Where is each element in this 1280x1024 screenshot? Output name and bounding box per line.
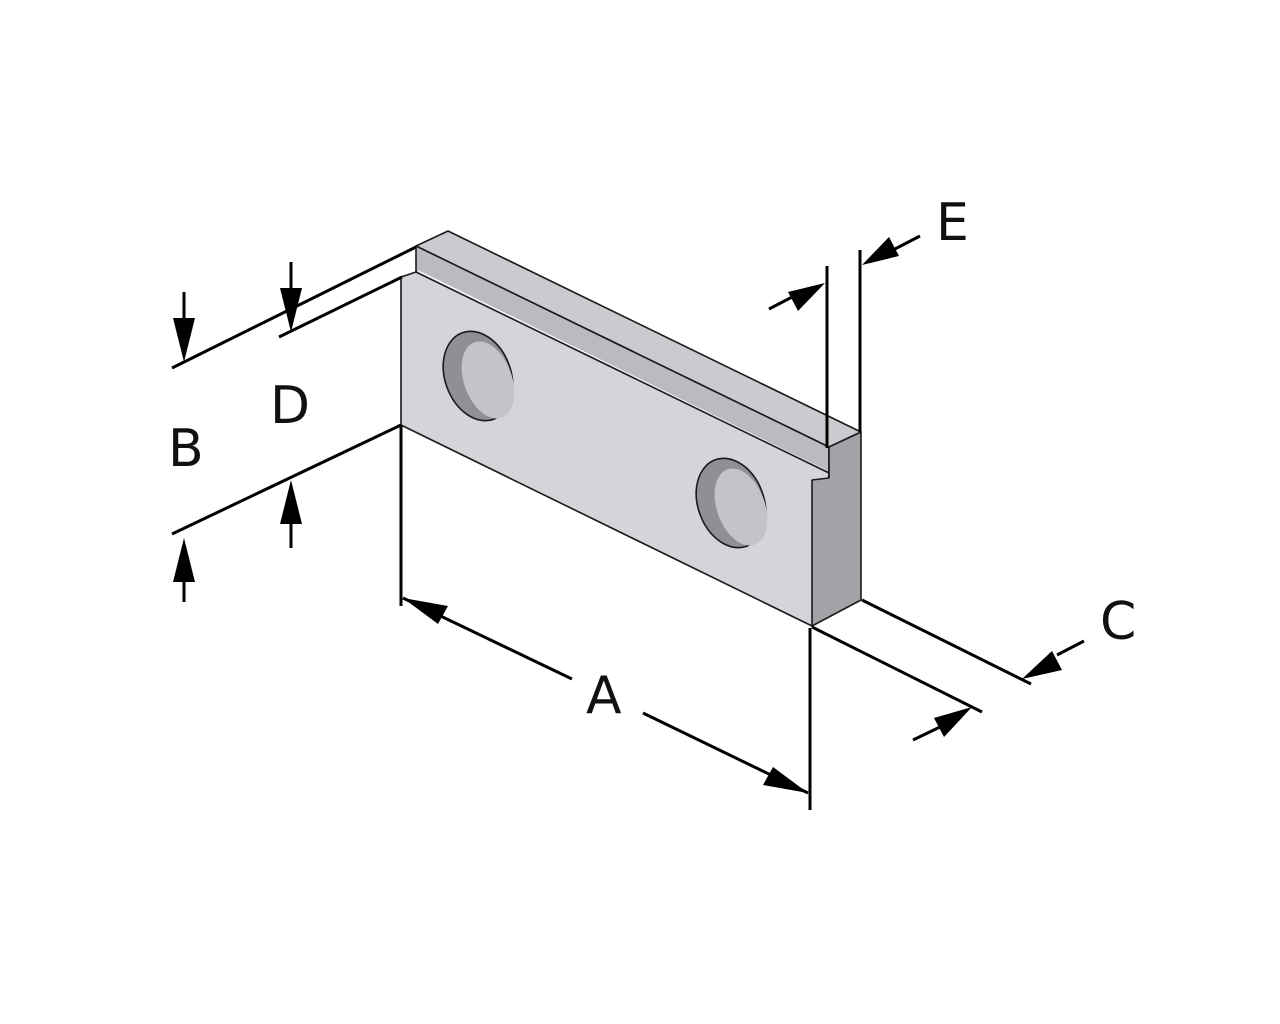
dim-c-arrow-front-shaft <box>912 725 941 742</box>
hole-right-bore <box>714 468 768 546</box>
dim-a-arrow-right <box>763 767 808 793</box>
dim-e-arrow-left <box>788 283 825 311</box>
dim-c-ext-back <box>861 598 1032 686</box>
dim-c-arrow-back <box>1022 651 1062 679</box>
mounting-hole-right <box>695 457 768 549</box>
dimension-c: C <box>811 592 1136 742</box>
dimension-a: A <box>399 425 812 810</box>
dimension-e: E <box>768 193 969 448</box>
dim-c-arrow-back-shaft <box>1056 639 1085 657</box>
dim-c-ext-front <box>811 625 983 714</box>
mounting-hole-left <box>442 330 515 422</box>
dim-c-label: C <box>1100 592 1136 652</box>
dim-d-label: D <box>270 376 310 436</box>
dim-d-arrow-top <box>280 288 302 332</box>
jaw-block <box>400 230 862 627</box>
hole-left-bore <box>461 341 515 419</box>
dim-e-label: E <box>936 193 969 253</box>
dim-b-label: B <box>168 419 204 479</box>
dim-b-arrow-bottom <box>173 538 195 582</box>
dim-a-arrow-left <box>403 598 448 624</box>
dim-e-arrow-right-shaft <box>892 234 921 252</box>
dim-e-arrow-right <box>862 237 899 265</box>
dim-a-label: A <box>586 666 622 726</box>
dim-c-arrow-front <box>934 707 972 737</box>
dim-d-arrow-bottom <box>280 480 302 524</box>
dim-b-ext-bottom <box>171 423 402 536</box>
dim-d-ext-top <box>278 275 403 339</box>
dim-b-arrow-top <box>173 318 195 362</box>
dimension-b: B <box>168 245 417 602</box>
dimension-d: D <box>270 262 403 548</box>
